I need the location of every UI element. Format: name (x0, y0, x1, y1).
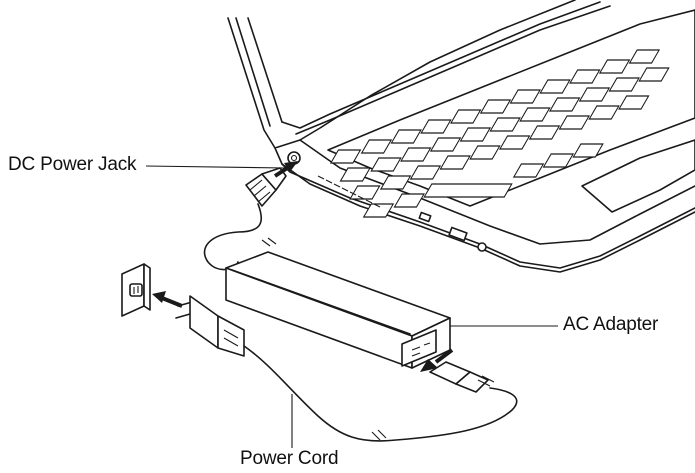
side-ports (287, 151, 487, 252)
laptop (227, 0, 695, 273)
insert-arrow-wall (152, 291, 183, 308)
label-dc-power-jack: DC Power Jack (8, 154, 137, 175)
ac-adapter-brick (225, 251, 451, 369)
wall-plug (175, 295, 245, 357)
power-cord (243, 345, 518, 442)
ac-cable-connector (429, 361, 495, 393)
keyboard-keys (329, 49, 670, 218)
insert-arrow-dc (273, 161, 298, 178)
label-power-cord: Power Cord (240, 448, 339, 469)
wall-outlet (121, 263, 151, 317)
label-ac-adapter: AC Adapter (563, 314, 659, 335)
leader-dc-power-jack (145, 165, 287, 169)
insert-arrow-ac (420, 348, 454, 372)
